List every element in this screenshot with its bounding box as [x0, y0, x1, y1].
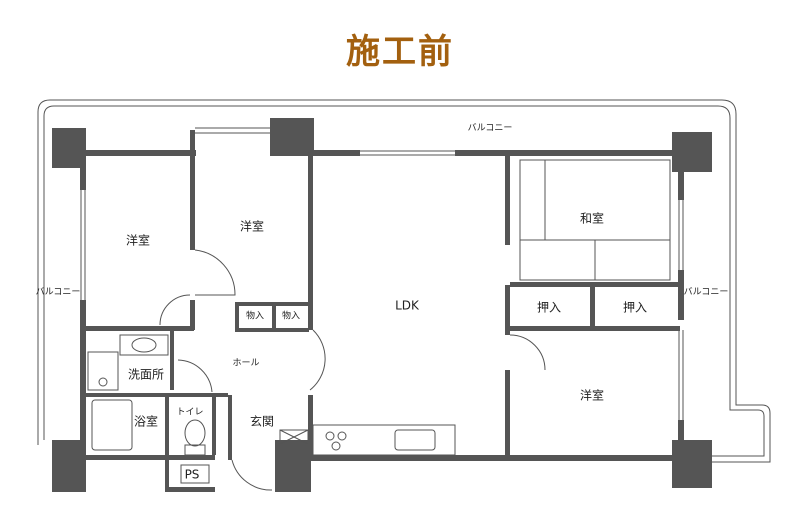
page-title: 施工前	[346, 32, 454, 72]
label-japanese-room: 和室	[580, 211, 604, 226]
label-western-room-left: 洋室	[126, 233, 150, 248]
windows	[80, 127, 684, 420]
label-balcony-left: バルコニー	[36, 287, 81, 298]
label-hall: ホール	[232, 358, 259, 369]
label-toilet: トイレ	[176, 408, 203, 418]
label-balcony-top: バルコニー	[468, 123, 513, 134]
label-ps: PS	[185, 468, 200, 482]
label-western-room-right: 洋室	[580, 388, 604, 403]
doors	[159, 249, 546, 491]
label-storage-1: 物入	[246, 310, 264, 322]
label-storage-2: 物入	[282, 310, 300, 322]
label-balcony-right: バルコニー	[684, 287, 729, 298]
label-closet-1: 押入	[537, 301, 561, 315]
label-western-room-center: 洋室	[240, 219, 264, 234]
sanitary-fixtures	[87, 334, 210, 484]
label-bathroom: 浴室	[134, 414, 158, 429]
kitchen-counter	[279, 424, 456, 456]
tatami-lines	[519, 159, 671, 281]
balcony-outline	[37, 99, 771, 463]
label-ldk: LDK	[395, 299, 420, 313]
label-entrance: 玄関	[250, 414, 274, 429]
walls	[52, 118, 712, 492]
label-closet-2: 押入	[623, 301, 647, 315]
label-washroom: 洗面所	[128, 368, 164, 382]
